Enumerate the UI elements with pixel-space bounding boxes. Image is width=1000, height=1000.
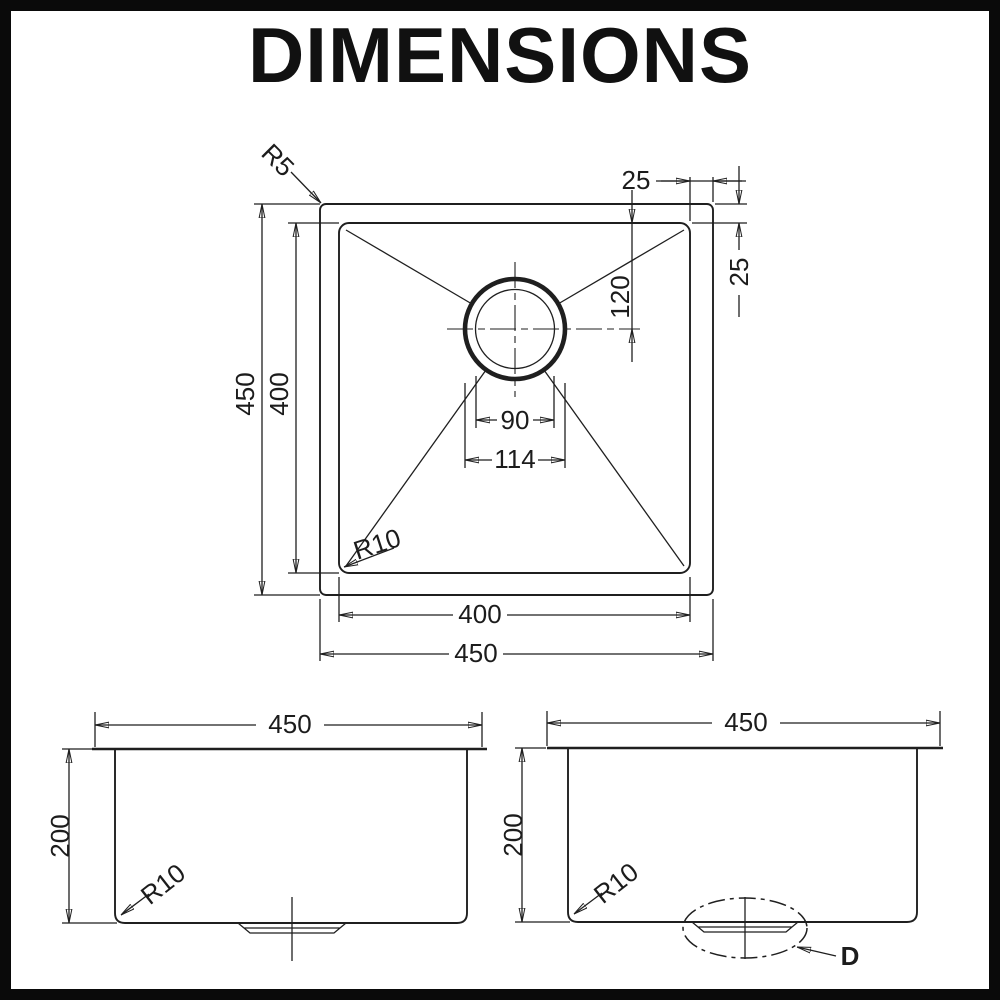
dim-front-width: 450 — [94, 709, 483, 747]
dim-side-depth: 200 — [498, 747, 570, 923]
dim-drain-inner-label: 90 — [501, 405, 530, 435]
bowl-profile — [114, 749, 468, 924]
front-radius-label: R10 — [135, 857, 191, 910]
dim-basin-depth: 400 — [264, 222, 339, 574]
basin-slope-diagonal — [543, 369, 685, 567]
callout-basin-radius: R10 — [344, 522, 405, 568]
dim-front-width-label: 450 — [268, 709, 311, 739]
basin-radius-label: R10 — [350, 522, 405, 565]
dim-basin-width-label: 400 — [458, 599, 501, 629]
dim-overall-depth-label: 450 — [230, 372, 260, 415]
dim-overall-depth: 450 — [230, 203, 320, 596]
dim-rim-top-label: 25 — [724, 258, 754, 287]
dim-front-depth-label: 200 — [45, 814, 75, 857]
dim-rim-right: 25 — [622, 165, 746, 221]
side-view: 450 200 R10 D — [498, 707, 943, 971]
basin-slope-diagonal — [345, 229, 473, 305]
drain-detail-label: D — [841, 941, 860, 971]
dim-drain-inner: 90 — [475, 376, 555, 435]
dim-rim-top: 25 — [692, 166, 754, 317]
dim-side-width: 450 — [546, 707, 941, 746]
dim-basin-width: 400 — [338, 577, 691, 629]
dim-drain-offset: 120 — [605, 190, 635, 362]
page-title: DIMENSIONS — [247, 11, 753, 99]
front-view: 450 200 R10 — [45, 709, 487, 961]
dim-basin-depth-label: 400 — [264, 372, 294, 415]
dim-side-width-label: 450 — [724, 707, 767, 737]
dim-overall-width-label: 450 — [454, 638, 497, 668]
dim-drain-offset-label: 120 — [605, 275, 635, 318]
callout-drain-detail: D — [797, 941, 859, 971]
dim-side-depth-label: 200 — [498, 813, 528, 856]
dim-front-depth: 200 — [45, 748, 117, 924]
dim-rim-right-label: 25 — [622, 165, 651, 195]
sink-basin-edge — [338, 222, 691, 574]
sink-outer-edge — [319, 203, 714, 596]
basin-slope-diagonal — [557, 229, 685, 305]
dim-overall-width: 450 — [319, 599, 714, 668]
callout-front-radius: R10 — [120, 857, 191, 916]
drain-detail-ellipse — [682, 897, 808, 959]
callout-side-radius: R10 — [573, 856, 644, 915]
dim-drain-outer-label: 114 — [494, 444, 535, 474]
side-radius-label: R10 — [588, 856, 644, 909]
top-view: 450 400 25 — [230, 138, 754, 668]
bowl-profile — [567, 748, 918, 923]
dim-drain-outer: 114 — [464, 383, 566, 474]
basin-slope-diagonal — [345, 369, 487, 567]
callout-outer-radius: R5 — [256, 138, 322, 204]
